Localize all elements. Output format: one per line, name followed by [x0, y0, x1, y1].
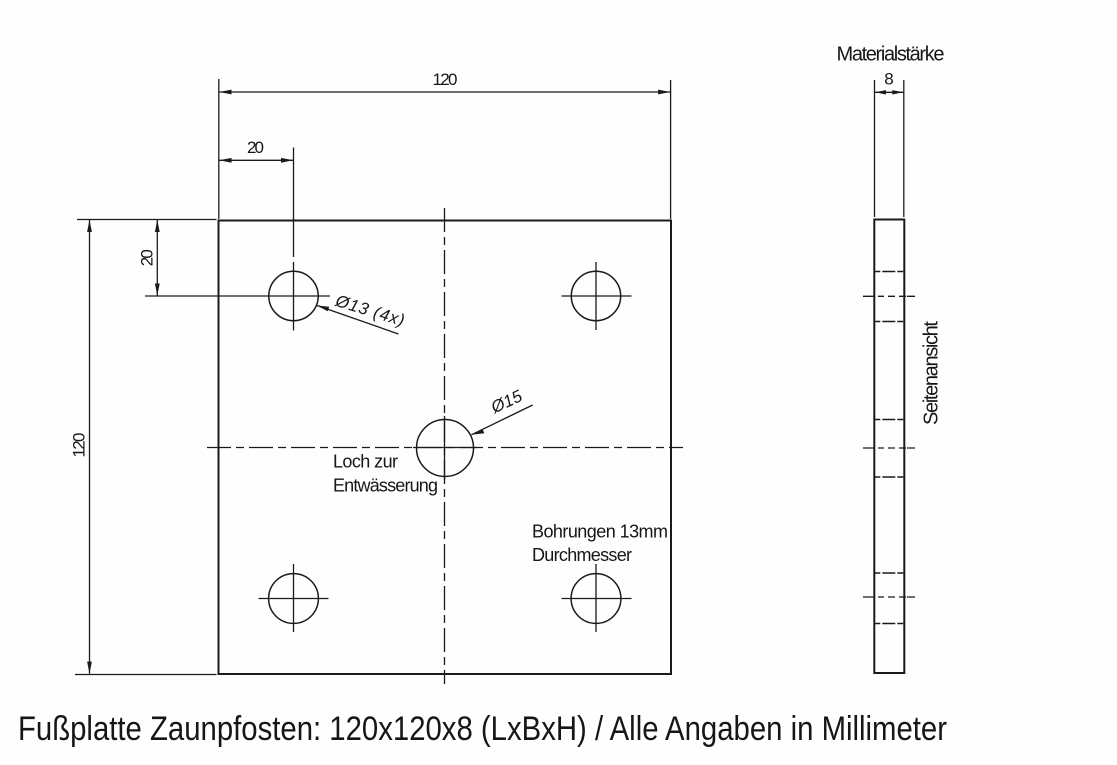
- svg-text:Fußplatte Zaunpfosten: 120x120: Fußplatte Zaunpfosten: 120x120x8 (LxBxH)…: [18, 710, 947, 748]
- svg-text:120: 120: [433, 70, 458, 89]
- svg-text:Bohrungen 13mm: Bohrungen 13mm: [532, 522, 668, 542]
- svg-text:Durchmesser: Durchmesser: [532, 545, 632, 565]
- svg-text:20: 20: [247, 138, 264, 157]
- svg-text:Materialstärke: Materialstärke: [837, 44, 945, 66]
- svg-text:8: 8: [884, 70, 893, 89]
- svg-text:120: 120: [70, 433, 89, 458]
- svg-text:Loch zur: Loch zur: [333, 452, 398, 472]
- svg-text:Seitenansicht: Seitenansicht: [921, 321, 943, 425]
- svg-text:Entwässerung: Entwässerung: [333, 476, 438, 496]
- svg-text:20: 20: [138, 249, 157, 266]
